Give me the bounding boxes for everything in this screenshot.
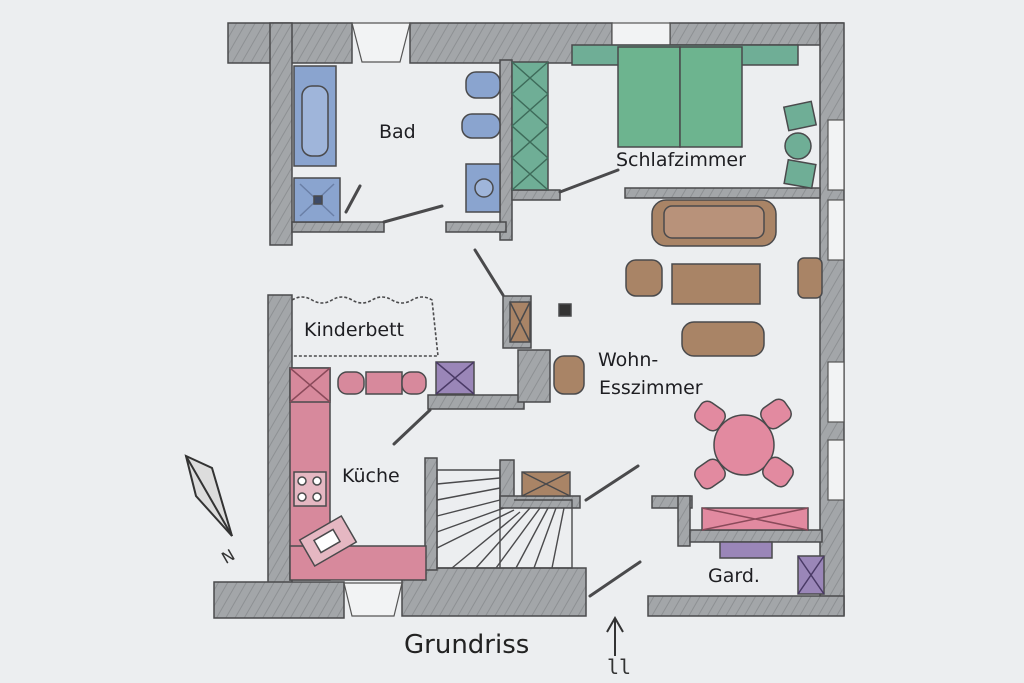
- window-bath: [351, 22, 411, 63]
- windows: [343, 22, 845, 617]
- coffee-table: [671, 263, 761, 305]
- wall-gard-shelf: [689, 529, 823, 543]
- bedroom-side-table: [784, 132, 812, 160]
- window-right-1: [827, 119, 845, 191]
- kitchen-small-table: [365, 371, 403, 395]
- bed-left: [617, 46, 681, 148]
- wall-bath-right: [499, 59, 513, 241]
- wall-bed-bottom-right: [624, 187, 821, 199]
- toilet: [465, 71, 501, 99]
- dining-chair-1: [694, 400, 726, 432]
- wall-bottom-left: [213, 581, 345, 619]
- kitchen-furniture: [289, 361, 475, 581]
- walls: [213, 22, 845, 619]
- wardrobe-crosses: [511, 61, 549, 191]
- armchair-left: [625, 259, 663, 297]
- garderobe-furniture: [719, 541, 825, 595]
- door-bedroom: [558, 168, 620, 194]
- wall-left-lower: [267, 294, 293, 584]
- room-label-kinderbett: Kinderbett: [304, 319, 404, 341]
- wall-top-right: [669, 22, 844, 46]
- doors: [344, 168, 642, 598]
- crib-outline: [291, 296, 439, 357]
- wall-bed-bottom: [511, 189, 561, 201]
- wall-bottom-mid: [401, 567, 587, 617]
- room-label-esszimmer: Esszimmer: [599, 377, 703, 399]
- bedroom-chair-2: [783, 158, 817, 190]
- door-kitchen: [392, 408, 432, 446]
- bedroom-chair-1: [782, 100, 818, 132]
- wall-stair-left: [499, 459, 515, 501]
- plan-title: Grundriss: [404, 630, 530, 660]
- stove-fireplace: [553, 355, 585, 395]
- shower-drain: [313, 195, 323, 205]
- stair-outline: [436, 469, 573, 569]
- window-kitchen: [343, 582, 403, 617]
- wall-right: [819, 22, 845, 616]
- dining-bench-seat-1: [337, 371, 365, 395]
- entrance-arrow-icon: [606, 615, 624, 656]
- door-entrance: [588, 560, 642, 598]
- wall-kitchen-right: [424, 457, 438, 571]
- kitchen-cabinet-cross: [435, 361, 475, 395]
- door-bath: [382, 204, 444, 224]
- room-label-wohn: Wohn-: [598, 349, 659, 371]
- cooktop-burners: [297, 476, 322, 502]
- sink-basin: [312, 528, 342, 554]
- cooktop: [293, 471, 327, 507]
- bidet: [461, 113, 501, 139]
- wall-stair-top: [499, 495, 581, 509]
- entrance-marker: ll: [607, 655, 632, 679]
- north-arrow-icon: [184, 454, 233, 537]
- dining-bench-seat-2: [401, 371, 427, 395]
- bathtub-inner: [301, 85, 329, 157]
- window-right-3: [827, 361, 845, 423]
- sideboard-cross: [701, 507, 809, 531]
- cabinet-hall-cross: [509, 301, 531, 343]
- dining-table: [713, 414, 775, 476]
- garderobe-bench: [719, 541, 773, 559]
- window-right-2: [827, 199, 845, 261]
- bedroom-furniture: [511, 44, 818, 191]
- kitchen-tall-cabinet-cross: [289, 367, 331, 403]
- garderobe-cabinet-cross: [797, 555, 825, 595]
- armchair-right: [797, 257, 823, 299]
- wall-wash-bottom: [445, 221, 507, 233]
- wall-bottom-right: [647, 595, 845, 617]
- room-label-garderobe: Gard.: [708, 565, 760, 587]
- room-label-schlafzimmer: Schlafzimmer: [616, 149, 746, 171]
- dining-chair-4: [762, 456, 794, 488]
- dining-chair-2: [760, 398, 792, 430]
- wall-bath-bottom: [291, 221, 385, 233]
- washbasin-bowl: [474, 178, 494, 198]
- window-right-4: [827, 439, 845, 501]
- armchair-bottom: [681, 321, 765, 357]
- window-top: [611, 22, 671, 46]
- wall-left-upper: [269, 22, 293, 246]
- door-shower: [344, 184, 362, 214]
- wall-kitchen-top: [427, 394, 525, 410]
- room-label-kueche: Küche: [342, 465, 400, 487]
- dining-chair-3: [694, 458, 726, 490]
- door-hall: [473, 248, 505, 297]
- living-furniture: [509, 199, 823, 531]
- sofa-seat: [663, 205, 765, 239]
- north-label: N: [218, 545, 238, 567]
- bathroom-fixtures: [293, 65, 501, 223]
- wall-gard-left: [677, 495, 691, 547]
- stove-center: [558, 303, 572, 317]
- staircase: [436, 469, 573, 569]
- wardrobe: [511, 61, 549, 191]
- door-stair: [584, 464, 640, 502]
- room-label-bad: Bad: [379, 121, 416, 143]
- bed-right: [679, 46, 743, 148]
- wall-core: [517, 349, 551, 403]
